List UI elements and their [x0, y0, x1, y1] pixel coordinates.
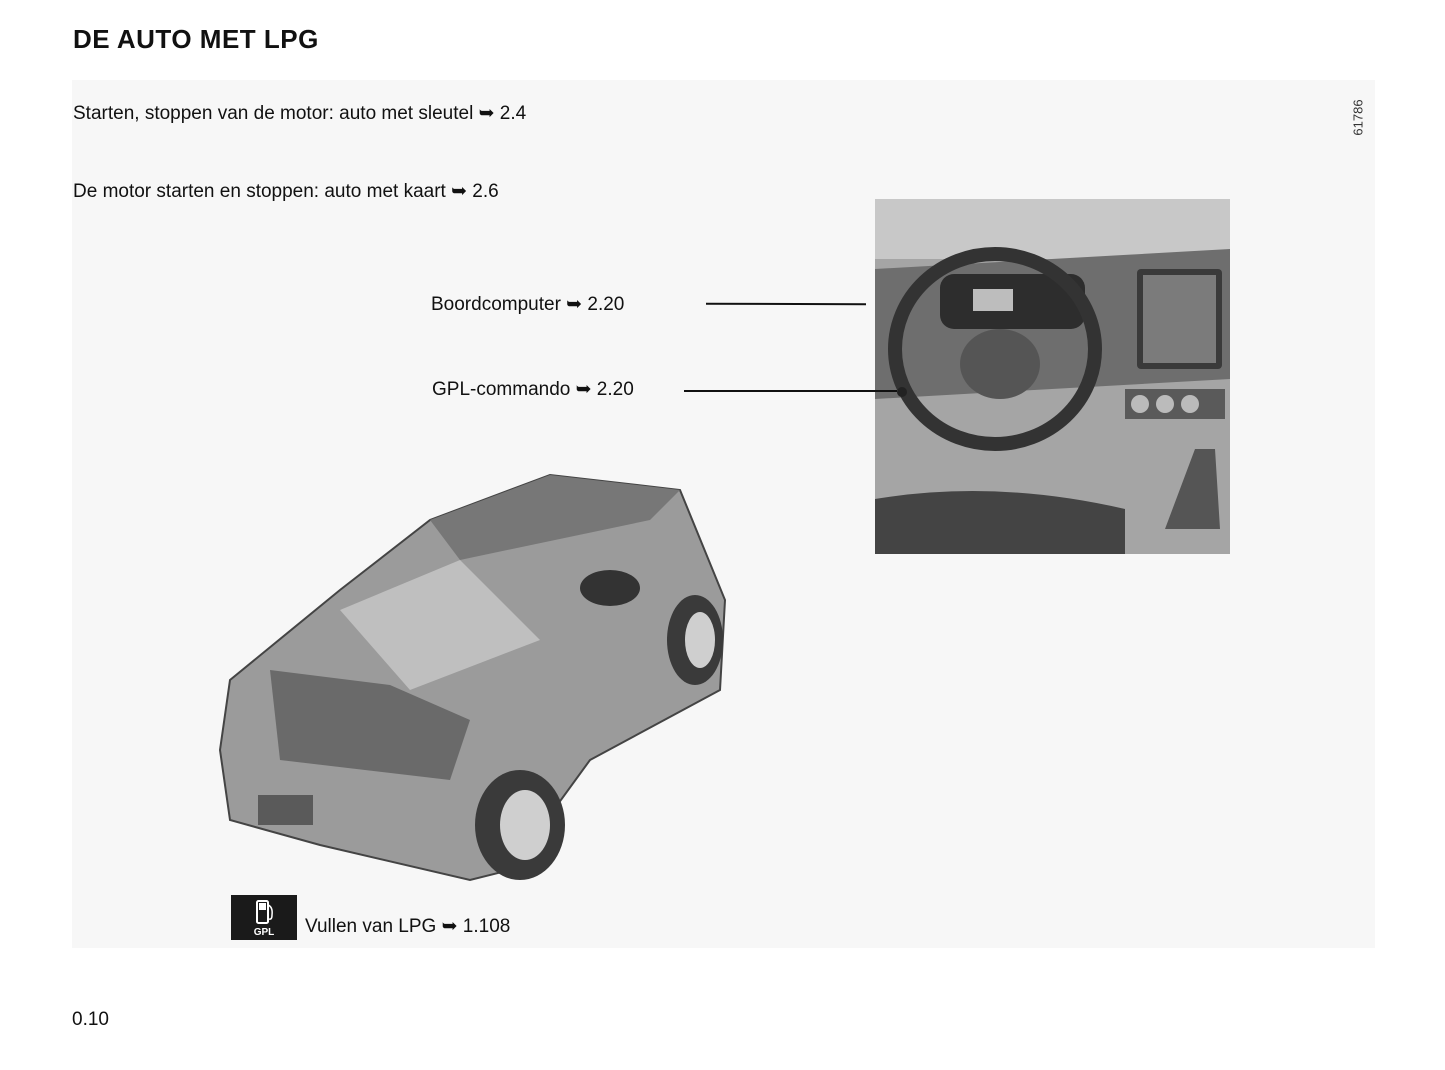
ref-gpl-command: GPL-commando ➥ 2.20: [432, 379, 634, 400]
dashboard-image: [875, 199, 1230, 554]
ref-fill-lpg: Vullen van LPG ➥ 1.108: [305, 916, 511, 937]
page-title: DE AUTO MET LPG: [73, 24, 319, 54]
gpl-fuel-icon: GPL: [231, 895, 297, 940]
gpl-icon-label: GPL: [253, 927, 275, 938]
ref-start-card: De motor starten en stoppen: auto met ka…: [73, 181, 499, 202]
ref-start-key: Starten, stoppen van de motor: auto met …: [73, 103, 527, 124]
ref-boordcomputer: Boordcomputer ➥ 2.20: [431, 294, 625, 315]
leader-line-gpl-command: [684, 390, 897, 392]
page-number: 0.10: [72, 1009, 109, 1030]
figure-number: 61786: [1350, 99, 1366, 136]
car-cutaway-image: [210, 450, 740, 890]
